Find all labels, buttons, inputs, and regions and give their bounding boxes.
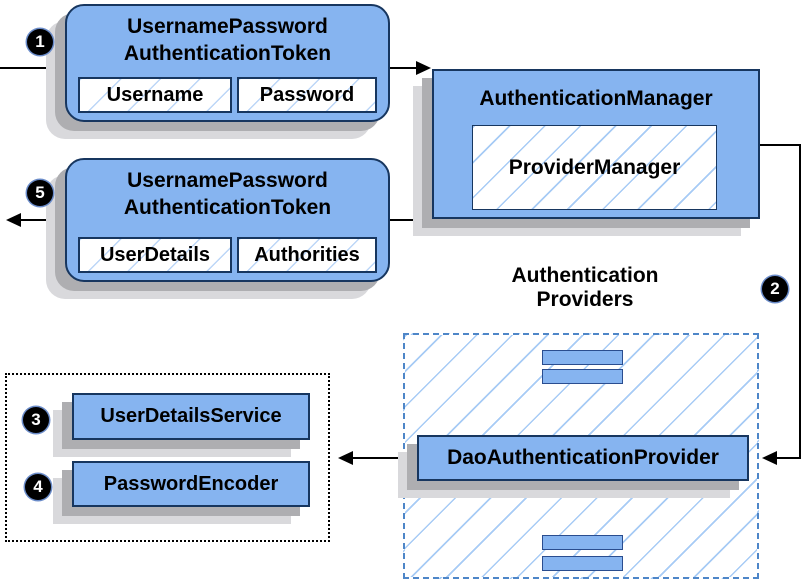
providers-label-line1: Authentication — [511, 264, 659, 287]
arrowhead-into-manager — [416, 61, 431, 75]
token-response-title: UsernamePassword AuthenticationToken — [67, 160, 388, 221]
providers-label-line2: Providers — [536, 288, 634, 311]
step-3-badge: 3 — [23, 407, 49, 433]
step-2-badge: 2 — [762, 276, 788, 302]
line-manager-to-dao — [760, 144, 801, 459]
authentication-manager-box: AuthenticationManager ProviderManager — [432, 69, 760, 219]
token-response-title-line2: AuthenticationToken — [123, 196, 332, 219]
step-4-badge: 4 — [25, 474, 51, 500]
provider-bar-3 — [542, 535, 623, 550]
arrowhead-into-services — [338, 451, 353, 465]
step-5-badge: 5 — [27, 180, 53, 206]
token-request-title-line1: UsernamePassword — [127, 15, 328, 38]
username-password-token-request-box: UsernamePassword AuthenticationToken Use… — [65, 4, 390, 122]
token-request-title: UsernamePassword AuthenticationToken — [67, 6, 388, 67]
step-1-badge: 1 — [27, 29, 53, 55]
arrowhead-into-dao — [762, 451, 777, 465]
provider-bar-2 — [542, 369, 623, 384]
token-response-title-line1: UsernamePassword — [127, 169, 328, 192]
provider-bar-1 — [542, 350, 623, 365]
userdetails-field-box: UserDetails — [78, 237, 232, 273]
dao-authentication-provider-box: DaoAuthenticationProvider — [417, 435, 749, 481]
provider-bar-4 — [542, 556, 623, 571]
user-details-service-box: UserDetailsService — [72, 393, 310, 440]
provider-manager-box: ProviderManager — [472, 125, 717, 210]
password-field-box: Password — [237, 77, 377, 113]
authorities-field-box: Authorities — [237, 237, 377, 273]
authentication-providers-label: Authentication Providers — [455, 264, 715, 312]
authentication-manager-title: AuthenticationManager — [479, 87, 713, 110]
arrowhead-response-out — [6, 213, 21, 227]
password-encoder-box: PasswordEncoder — [72, 461, 310, 507]
username-password-token-response-box: UsernamePassword AuthenticationToken Use… — [65, 158, 390, 282]
token-request-title-line2: AuthenticationToken — [123, 42, 332, 65]
username-field-box: Username — [78, 77, 232, 113]
